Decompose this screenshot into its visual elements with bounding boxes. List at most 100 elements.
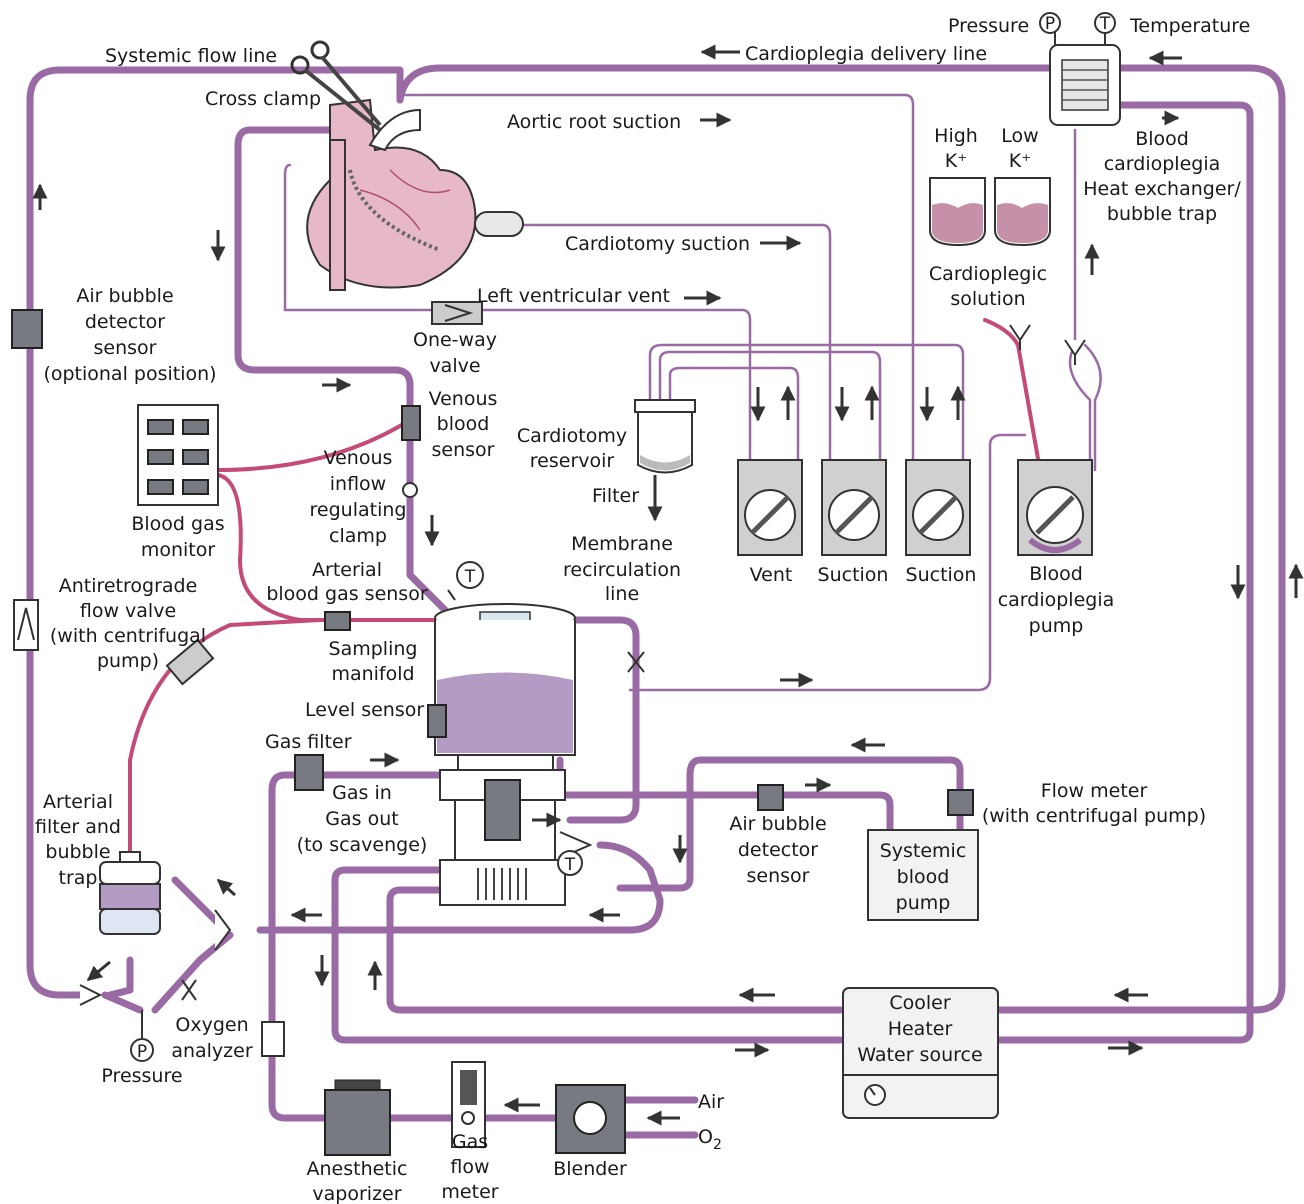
label-left-ventricular-vent: Left ventricular vent (477, 285, 670, 307)
blender (555, 1084, 626, 1154)
air-bubble-detector-icon (757, 784, 784, 811)
label-flow-meter-1: Flow meter (1041, 780, 1148, 802)
blood-gas-monitor (137, 404, 219, 506)
label-bc-pump-3: pump (1029, 615, 1084, 637)
label-blood-gas-monitor-2: monitor (141, 539, 216, 561)
cross-clamp-icon (290, 40, 382, 132)
label-gas-in: Gas in (332, 782, 392, 804)
label-low-k-1: Low (1001, 125, 1038, 147)
label-suction-2: Suction (906, 564, 977, 586)
outlet-temp-t-symbol: T (564, 855, 576, 875)
label-one-way-valve-1: One-way (413, 329, 497, 351)
label-systemic-pump-3: pump (896, 892, 951, 914)
label-membrane-recirc-2: recirculation (563, 559, 681, 581)
label-systemic-flow-line: Systemic flow line (105, 45, 277, 67)
flow-meter-icon (947, 789, 974, 816)
label-air-bubble-opt-4: (optional position) (43, 363, 216, 385)
label-venous-blood-sensor-1: Venous (429, 388, 498, 410)
label-oxygen-analyzer-2: analyzer (171, 1040, 253, 1062)
label-pressure-top: Pressure (948, 15, 1029, 37)
pressure-bottom-p-symbol: P (137, 1042, 147, 1062)
label-gas-flow-meter-2: flow (450, 1156, 489, 1178)
gas-filter-icon (294, 754, 324, 791)
label-venous-clamp-2: inflow (330, 473, 386, 495)
label-anesthetic-vaporizer-1: Anesthetic (307, 1158, 408, 1180)
cardioplegic-solution-bags (929, 177, 1051, 247)
label-systemic-pump-1: Systemic (880, 840, 967, 862)
label-anesthetic-vaporizer-2: vaporizer (312, 1183, 401, 1204)
label-vent: Vent (750, 564, 793, 586)
line-clamp-marks (181, 651, 645, 1001)
roller-pumps (737, 459, 1093, 556)
label-arterial-filter-1: Arterial (43, 791, 113, 813)
label-blender: Blender (553, 1158, 627, 1180)
label-low-k-2: K⁺ (1009, 150, 1032, 172)
label-gas-flow-meter-3: meter (441, 1181, 498, 1203)
label-antiretrograde-3: (with centrifugal (50, 625, 206, 647)
label-cardioplegic-solution-2: solution (950, 288, 1025, 310)
oxygen-analyzer-icon (261, 1021, 285, 1057)
label-pressure-bottom: Pressure (101, 1065, 182, 1087)
cardiotomy-reservoir (634, 399, 696, 522)
pressure-p-symbol: P (1045, 14, 1055, 34)
arterial-blood-gas-sensor-icon (324, 611, 351, 631)
label-air-bubble-2: detector (738, 839, 818, 861)
label-venous-clamp-4: clamp (329, 525, 387, 547)
label-arterial-bgs-1: Arterial (312, 559, 382, 581)
anesthetic-vaporizer (324, 1079, 391, 1156)
label-cardioplegia-delivery-line: Cardioplegia delivery line (745, 43, 987, 65)
label-blood-cardioplegia-hx-1: Blood (1135, 128, 1189, 150)
label-membrane-recirc-3: line (605, 583, 639, 605)
label-sampling-manifold-2: manifold (331, 663, 414, 685)
label-cardiotomy-reservoir-1: Cardiotomy (517, 425, 627, 447)
venous-inflow-clamp-icon (402, 482, 418, 498)
pressure-gauge-icon (130, 1038, 154, 1062)
label-air-bubble-opt-2: detector (85, 311, 165, 333)
arterial-filter-bubble-trap (99, 851, 161, 935)
venous-blood-sensor-icon (401, 405, 421, 441)
label-blood-cardioplegia-hx-3: Heat exchanger/ (1083, 178, 1241, 200)
label-arterial-filter-4: trap (59, 867, 98, 889)
label-gas-out: Gas out (325, 808, 398, 830)
label-one-way-valve-2: valve (429, 355, 480, 377)
label-venous-blood-sensor-3: sensor (432, 439, 495, 461)
reservoir-temp-t-symbol: T (464, 567, 476, 587)
label-high-k-1: High (934, 125, 978, 147)
label-venous-clamp-1: Venous (324, 447, 393, 469)
label-blood-cardioplegia-hx-2: cardioplegia (1104, 153, 1221, 175)
label-cardiotomy-suction: Cardiotomy suction (565, 233, 750, 255)
venous-reservoir-oxygenator: T T (427, 561, 583, 906)
label-venous-blood-sensor-2: blood (437, 413, 490, 435)
label-antiretrograde-1: Antiretrograde (59, 575, 198, 597)
label-suction-1: Suction (818, 564, 889, 586)
label-aortic-root-suction: Aortic root suction (507, 111, 681, 133)
label-arterial-filter-2: filter and (35, 816, 121, 838)
label-temperature-top: Temperature (1129, 15, 1250, 37)
label-arterial-bgs-2: blood gas sensor (266, 583, 427, 605)
label-oxygen-analyzer-1: Oxygen (175, 1014, 248, 1036)
cardioplegia-heat-exchanger: P T (1039, 12, 1121, 126)
systemic-blood-pump (867, 829, 979, 921)
label-air-bubble-opt-1: Air bubble (76, 285, 173, 307)
label-membrane-recirc-1: Membrane (571, 533, 673, 555)
flow-arrows (32, 44, 1304, 1126)
labels: Systemic flow line Cross clamp Cardiople… (35, 15, 1250, 1204)
label-antiretrograde-2: flow valve (80, 600, 176, 622)
label-arterial-filter-3: bubble (45, 841, 110, 863)
label-systemic-pump-2: blood (897, 866, 950, 888)
label-gas-filter: Gas filter (265, 731, 352, 753)
label-air-bubble-1: Air bubble (729, 813, 826, 835)
cooler-heater-water-source (842, 987, 999, 1119)
heart (306, 98, 524, 291)
label-bc-pump-1: Blood (1029, 563, 1083, 585)
label-cross-clamp: Cross clamp (205, 88, 321, 110)
label-cardioplegic-solution-1: Cardioplegic (929, 263, 1047, 285)
label-cooler: Cooler (889, 992, 950, 1014)
label-o2: O2 (698, 1126, 722, 1153)
label-water-source: Water source (857, 1044, 982, 1066)
label-cardiotomy-reservoir-2: reservoir (530, 450, 615, 472)
label-sampling-manifold-1: Sampling (329, 638, 418, 660)
label-blood-gas-monitor-1: Blood gas (131, 513, 224, 535)
gas-flow-meter (451, 1061, 486, 1148)
